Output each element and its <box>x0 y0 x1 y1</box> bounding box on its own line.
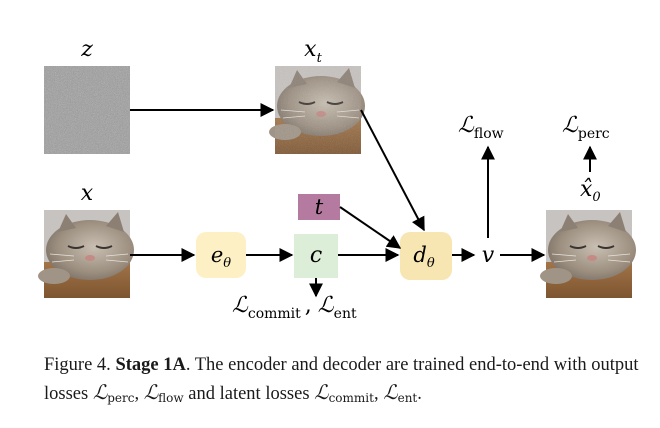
figure-caption: Figure 4. Stage 1A. The encoder and deco… <box>44 355 639 405</box>
noisy-cat-image <box>268 65 366 155</box>
label-v: v <box>482 243 495 268</box>
svg-text:eθ: eθ <box>211 243 231 271</box>
caption-loss-ent: ℒent <box>383 380 418 405</box>
stage-1a-diagram: z xt x eθ c t dθ v ℒflow ℒpe <box>37 37 637 322</box>
caption-text-2: and latent losses <box>188 384 310 404</box>
noise-image <box>44 66 130 154</box>
arrows <box>130 103 597 298</box>
caption-title: Stage 1A <box>115 355 186 375</box>
svg-text:t: t <box>315 195 324 219</box>
loss-flow: ℒflow <box>458 113 504 142</box>
caption-loss-flow: ℒflow <box>143 380 184 405</box>
decoder-box: dθ <box>400 232 452 280</box>
caption-loss-perc: ℒperc <box>92 380 135 405</box>
loss-perc: ℒperc <box>562 113 610 142</box>
encoder-box: eθ <box>196 232 246 278</box>
loss-commit-ent: ℒcommit,ℒent <box>232 293 357 322</box>
svg-text:dθ: dθ <box>413 243 434 271</box>
latent-box: c <box>294 234 338 278</box>
svg-text:c: c <box>310 243 322 268</box>
cat-image <box>37 209 135 299</box>
label-z: z <box>80 37 93 62</box>
label-x: x <box>81 181 94 206</box>
label-x0-hat: x̂0 <box>580 177 601 205</box>
label-x-t: xt <box>304 37 322 66</box>
arrow-t-to-decoder <box>339 206 402 249</box>
caption-prefix: Figure 4. <box>44 355 111 375</box>
arrow-xt-to-decoder <box>360 109 425 232</box>
caption-loss-commit: ℒcommit <box>314 380 374 405</box>
reconstructed-cat-image <box>539 209 637 299</box>
caption-text-1: . The encoder and decoder are trained en… <box>44 355 639 404</box>
timestep-box: t <box>298 194 340 220</box>
